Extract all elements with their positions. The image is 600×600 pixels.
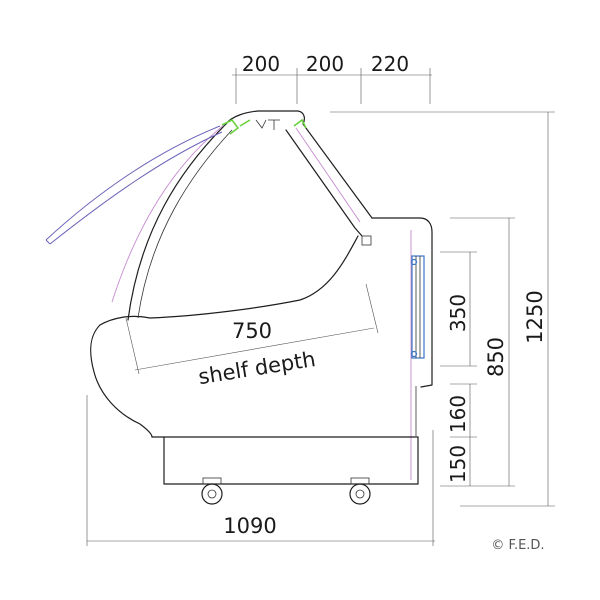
hinge-details xyxy=(221,118,307,135)
castor-front xyxy=(201,477,223,505)
dim-shelf-depth-value: 750 xyxy=(232,319,272,343)
dim-total-height: 1250 xyxy=(523,290,547,343)
dim-glass-height: 350 xyxy=(446,294,470,332)
cabinet-body xyxy=(90,110,433,485)
castor-rear xyxy=(349,477,371,505)
dim-total-width: 1090 xyxy=(223,514,276,538)
dimension-lines xyxy=(86,68,555,546)
dim-shelf-depth-label: shelf depth xyxy=(197,347,318,389)
dim-top-3: 220 xyxy=(371,52,409,76)
dim-base-150: 150 xyxy=(446,445,470,483)
copyright-text: © F.E.D. xyxy=(491,538,544,553)
dim-panel-160: 160 xyxy=(446,395,470,433)
dim-top-1: 200 xyxy=(242,52,280,76)
front-glass xyxy=(45,124,361,303)
dim-top-2: 200 xyxy=(306,52,344,76)
dim-body-height: 850 xyxy=(484,337,508,377)
rear-door-panel xyxy=(410,255,425,359)
